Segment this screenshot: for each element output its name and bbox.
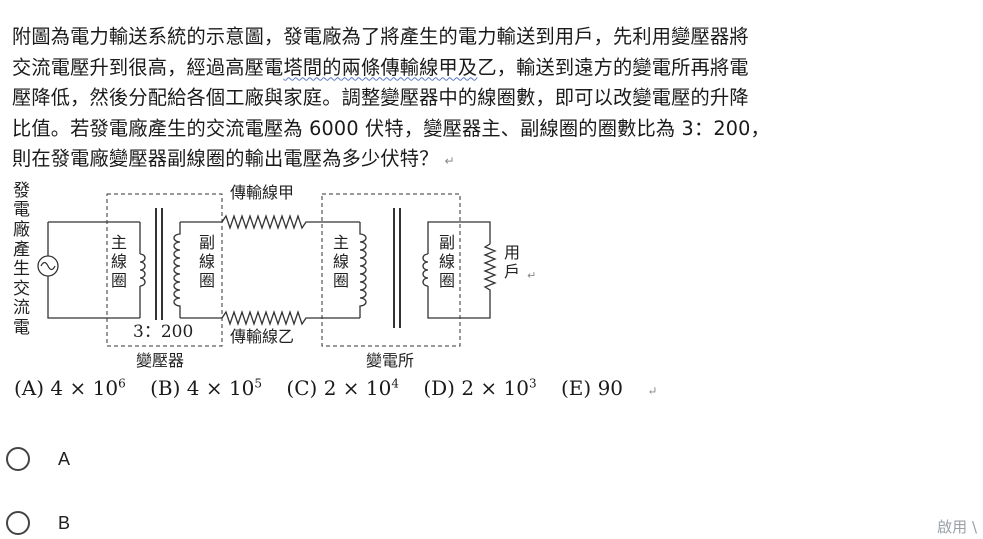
transformer-label: 變壓器 — [136, 351, 184, 370]
source-label-char: 廠 — [13, 219, 30, 240]
activation-watermark: 啟用 \ — [937, 518, 977, 536]
question-line-2: 交流電壓升到很高，經過高壓電塔間的兩條傳輸線甲及乙，輸送到遠方的變電所再將電 — [12, 55, 749, 79]
substation-primary-label: 圈 — [333, 271, 349, 290]
source-label-char: 流 — [13, 298, 30, 318]
question-line-1: 附圖為電力輸送系統的示意圖，發電廠為了將產生的電力輸送到用戶，先利用變壓器將 — [12, 25, 749, 48]
source-label-char: 交 — [13, 279, 30, 299]
transmission-line-b — [221, 309, 340, 327]
substation-primary-label: 線 — [333, 252, 349, 271]
source-label-char: 生 — [13, 259, 30, 279]
return-mark-icon: ↵ — [444, 154, 455, 168]
transformer-box — [106, 193, 223, 347]
transmission-line-a — [221, 213, 340, 231]
substation-label: 變電所 — [366, 351, 414, 370]
user-label: 戶 — [504, 262, 520, 281]
radio-circle-icon[interactable] — [6, 447, 30, 471]
primary-coil-label: 線 — [111, 252, 127, 271]
option-a[interactable]: A — [6, 447, 70, 471]
primary-coil-label: 圈 — [111, 271, 127, 290]
primary-coil-label: 主 — [111, 233, 127, 252]
option-label: B — [58, 512, 71, 533]
substation-box — [321, 193, 461, 347]
source-label-char: 電 — [13, 200, 30, 220]
secondary-coil-label: 副 — [199, 233, 215, 252]
option-label: A — [58, 448, 71, 469]
secondary-coil-icon — [173, 222, 181, 318]
question-line-5: 則在發電廠變壓器副線圈的輸出電壓為多少伏特？↵ — [12, 147, 455, 170]
user-label: 用 — [504, 243, 520, 262]
ac-wave — [40, 261, 56, 271]
return-mark-icon: ↵ — [527, 269, 536, 282]
choice-e: (E) 90 — [561, 376, 624, 400]
source-label-char: 電 — [13, 318, 30, 338]
substation-primary-label: 主 — [333, 233, 349, 252]
spellcheck-underline: 塔間的兩條傳輸線甲及 — [283, 55, 478, 79]
primary-coil-icon — [139, 253, 146, 287]
substation-wire — [340, 221, 360, 319]
substation-secondary-label: 線 — [439, 252, 455, 271]
substation-primary-coil-icon — [359, 222, 367, 318]
line-a-label: 傳輸線甲 — [230, 183, 294, 202]
substation-secondary-coil-icon — [422, 253, 429, 287]
user-wire — [427, 221, 491, 319]
user-load-resistor — [483, 243, 497, 296]
choice-c: (C) 2 × 104 — [286, 376, 399, 400]
substation-secondary-label: 副 — [439, 233, 455, 252]
secondary-coil-label: 圈 — [199, 271, 215, 290]
choice-a: (A) 4 × 106 — [14, 376, 126, 400]
source-label-char: 發 — [13, 181, 30, 201]
secondary-coil-label: 線 — [199, 252, 215, 271]
choice-d: (D) 2 × 103 — [423, 376, 537, 400]
line-b-label: 傳輸線乙 — [230, 327, 294, 346]
source-wire — [47, 222, 140, 319]
source-label-char: 產 — [13, 240, 30, 260]
power-transmission-diagram: 發 電 廠 產 生 交 流 電 — [13, 181, 536, 370]
substation-secondary-label: 圈 — [439, 271, 455, 290]
return-mark-icon: ↵ — [647, 384, 658, 398]
question-line-4: 比值。若發電廠產生的交流電壓為 6000 伏特，變壓器主、副線圈的圈數比為 3：… — [12, 116, 770, 140]
answer-choices: (A) 4 × 106 (B) 4 × 105 (C) 2 × 104 (D) … — [14, 376, 657, 400]
choice-b: (B) 4 × 105 — [150, 376, 263, 400]
option-b[interactable]: B — [6, 511, 70, 535]
question-text: 附圖為電力輸送系統的示意圖，發電廠為了將產生的電力輸送到用戶，先利用變壓器將 交… — [12, 22, 974, 177]
ratio-label: 3：200 — [133, 322, 193, 342]
question-line-3: 壓降低，然後分配給各個工廠與家庭。調整變壓器中的線圈數，即可以改變電壓的升降 — [12, 86, 749, 109]
radio-circle-icon[interactable] — [6, 511, 30, 535]
